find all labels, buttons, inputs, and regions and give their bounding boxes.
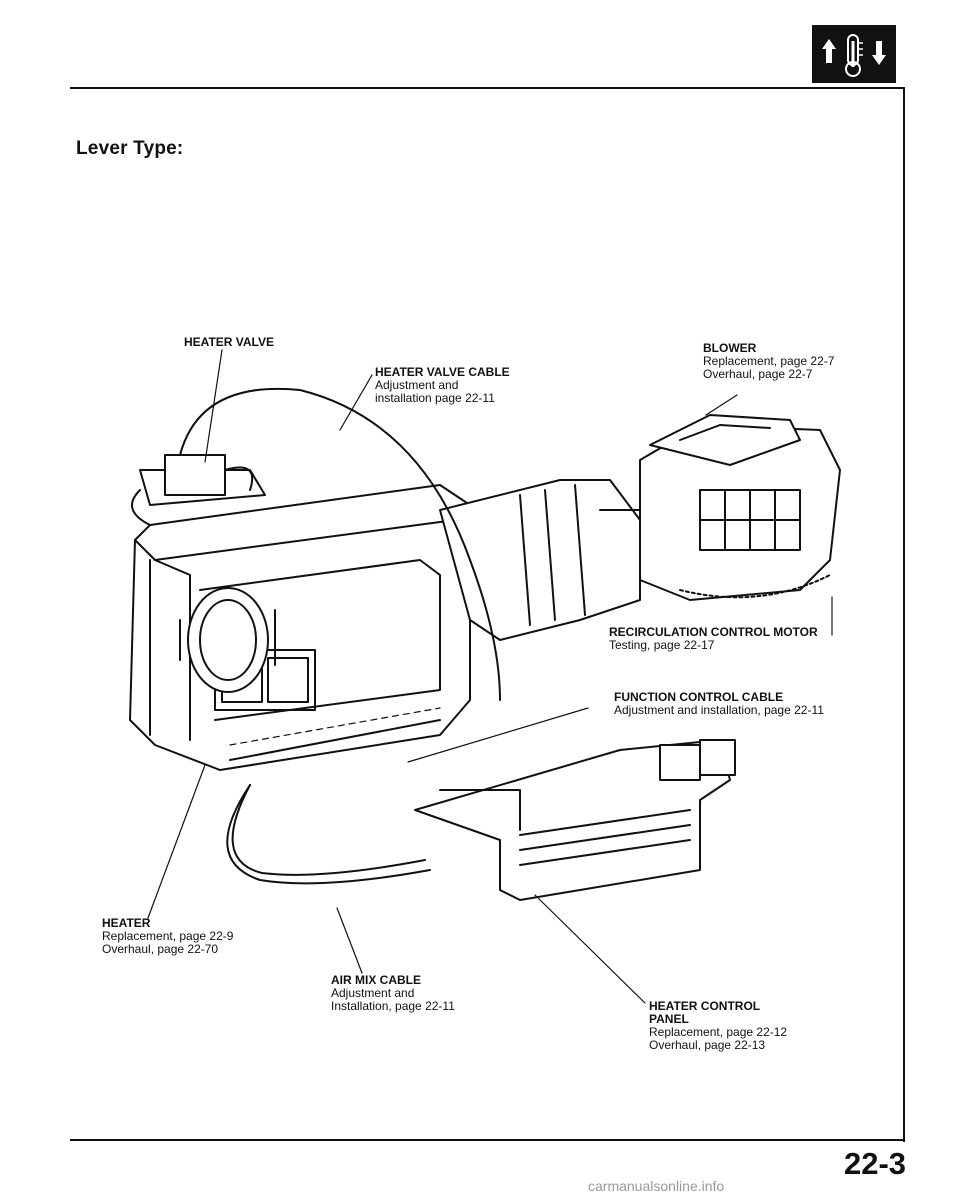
- leader-lines: [147, 349, 833, 1004]
- label-title: FUNCTION CONTROL CABLE: [614, 690, 784, 704]
- label-line: Adjustment and: [375, 378, 459, 392]
- label-title: RECIRCULATION CONTROL MOTOR: [609, 625, 818, 639]
- label-heater: HEATER Replacement, page 22-9 Overhaul, …: [102, 917, 233, 956]
- label-line: installation page 22-11: [375, 391, 495, 405]
- label-recirculation-control-motor: RECIRCULATION CONTROL MOTOR Testing, pag…: [609, 626, 818, 652]
- air-mix-cable: [226, 784, 431, 885]
- label-line: Adjustment and installation, page 22-11: [614, 703, 824, 717]
- duct: [439, 479, 641, 641]
- label-title: HEATER VALVE CABLE: [375, 365, 510, 379]
- frame-top-rule: [70, 87, 905, 89]
- label-title: HEATER: [102, 916, 151, 930]
- label-line: Overhaul, page 22-13: [649, 1038, 766, 1052]
- label-line: Overhaul, page 22-70: [102, 942, 219, 956]
- frame-right-rule: [903, 87, 905, 1142]
- label-blower: BLOWER Replacement, page 22-7 Overhaul, …: [703, 342, 834, 381]
- heater-valve-cable: [179, 387, 501, 701]
- heater-valve: [131, 454, 254, 526]
- page-number: 22-3: [844, 1146, 907, 1181]
- label-function-control-cable: FUNCTION CONTROL CABLE Adjustment and in…: [614, 691, 824, 717]
- heater-thermometer-icon: [812, 25, 896, 83]
- label-heater-valve-cable: HEATER VALVE CABLE Adjustment and instal…: [375, 366, 510, 405]
- label-air-mix-cable: AIR MIX CABLE Adjustment and Installatio…: [331, 974, 455, 1013]
- label-line: Adjustment and: [331, 986, 415, 1000]
- section-title: Lever Type:: [76, 138, 184, 159]
- label-line: Overhaul, page 22-7: [703, 367, 813, 381]
- label-heater-control-panel: HEATER CONTROL PANEL Replacement, page 2…: [649, 1000, 787, 1052]
- label-title: HEATER VALVE: [184, 335, 275, 349]
- label-line: Installation, page 22-11: [331, 999, 455, 1013]
- label-heater-valve: HEATER VALVE: [184, 336, 274, 349]
- label-line: Replacement, page 22-12: [649, 1025, 788, 1039]
- watermark: carmanualsonline.info: [588, 1178, 725, 1194]
- label-title: AIR MIX CABLE: [331, 973, 421, 987]
- blower-unit: [639, 414, 841, 601]
- label-line: Testing, page 22-17: [609, 638, 715, 652]
- frame-bottom-rule: [70, 1139, 905, 1141]
- label-title: HEATER CONTROL: [649, 999, 761, 1013]
- heater-control-panel: [414, 739, 736, 901]
- label-title: BLOWER: [703, 341, 757, 355]
- blower-scroll: [179, 587, 276, 693]
- label-line: Replacement, page 22-7: [703, 354, 835, 368]
- label-title-2: PANEL: [649, 1012, 689, 1026]
- label-line: Replacement, page 22-9: [102, 929, 234, 943]
